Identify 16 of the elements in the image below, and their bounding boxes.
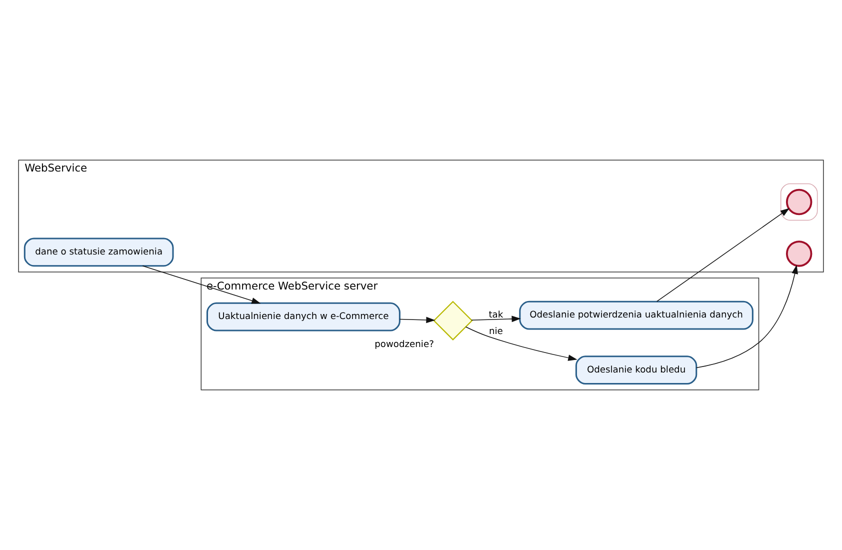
node-box: Uaktualnienie danych w e-Commerce [206, 302, 400, 332]
arrow [465, 326, 578, 361]
node-diamond [433, 300, 473, 340]
arrow [399, 316, 436, 324]
arrow [696, 264, 798, 368]
node-box: Odeslanie kodu bledu [575, 356, 698, 385]
edge-label: nie [488, 327, 503, 338]
arrow [142, 266, 261, 304]
node-box: Odeslanie potwierdzenia uaktualnienia danych [519, 300, 754, 330]
node-box: dane o statusie zamowienia [24, 238, 174, 267]
arrow [656, 208, 790, 302]
node-label: powodzenie? [374, 340, 434, 350]
node-circle [786, 240, 812, 267]
edge-label: tak [488, 310, 504, 320]
node-circle [786, 188, 812, 216]
arrow [471, 316, 521, 322]
